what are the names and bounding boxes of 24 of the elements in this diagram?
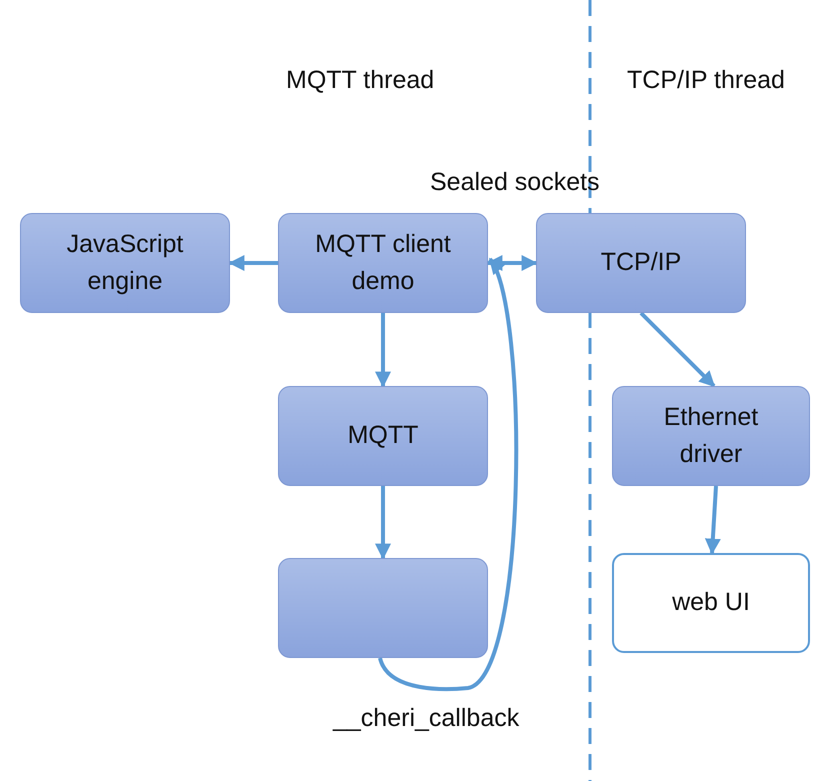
node-label: Ethernet driver — [662, 402, 760, 470]
process-box — [278, 386, 488, 486]
text-label: Sealed sockets — [430, 168, 600, 197]
process-box — [20, 213, 230, 313]
text-label: MQTT thread — [286, 66, 434, 95]
process-box — [536, 213, 746, 313]
node-label: MQTT — [348, 420, 418, 452]
node-label: MQTT client demo — [314, 228, 452, 297]
arrow — [704, 486, 721, 555]
process-box — [612, 386, 810, 486]
arrow — [375, 486, 391, 560]
arrow — [378, 258, 518, 692]
text-label: __cheri_callback — [333, 704, 520, 733]
process-box — [278, 213, 488, 313]
node-label: web UI — [672, 587, 750, 618]
node-label: JavaScript engine — [66, 228, 184, 297]
node-label: TCP/IP — [600, 247, 682, 278]
arrow — [640, 312, 716, 388]
arrow — [486, 255, 538, 271]
process-box — [612, 553, 810, 653]
arrow — [375, 313, 391, 388]
empty-box — [278, 558, 488, 658]
arrow — [228, 255, 278, 271]
text-label: TCP/IP thread — [627, 66, 785, 95]
